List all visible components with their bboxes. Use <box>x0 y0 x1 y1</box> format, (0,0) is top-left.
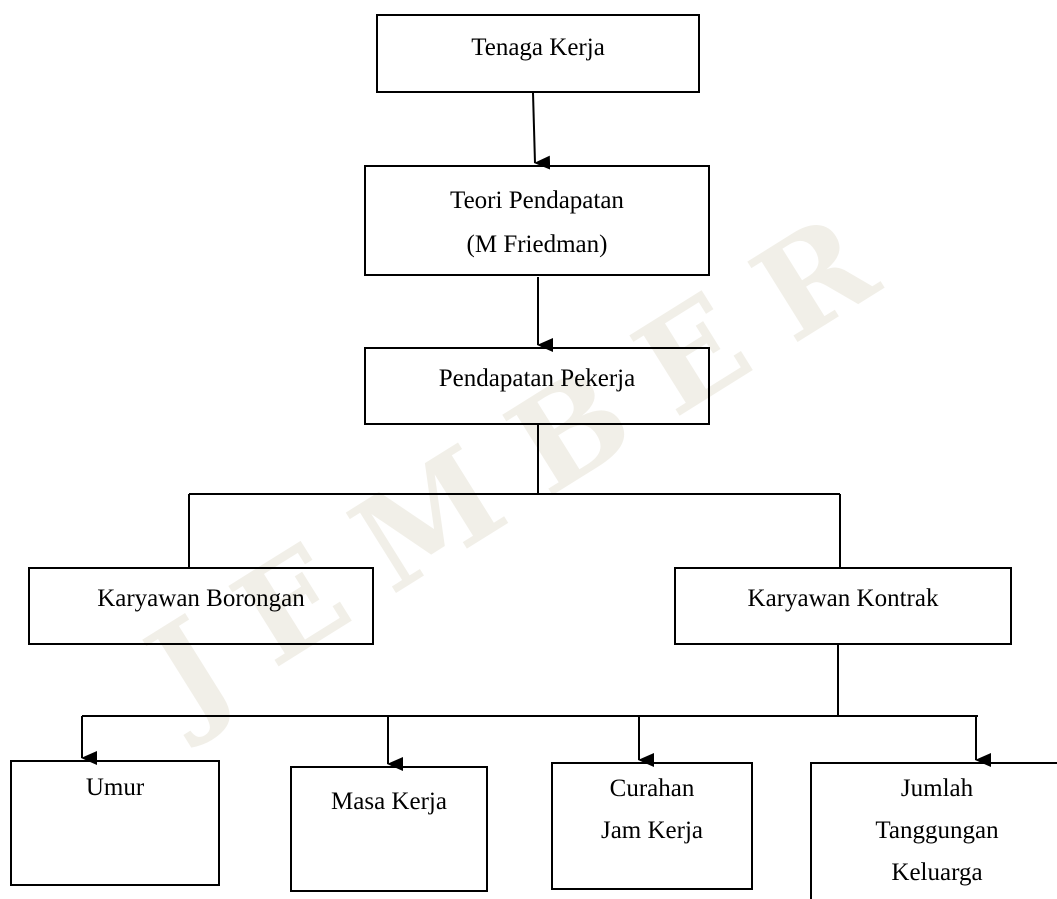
node-label: (M Friedman) <box>466 231 608 258</box>
node-karyawan-borongan: Karyawan Borongan <box>28 567 374 645</box>
edge-tenaga-to-teori <box>532 92 551 170</box>
node-label: Pendapatan Pekerja <box>438 365 636 392</box>
node-jumlah-tanggungan-keluarga: Jumlah Tanggungan Keluarga <box>810 762 1057 899</box>
node-label: Curahan <box>609 775 695 802</box>
node-label: Tanggungan <box>875 817 999 844</box>
node-label: Masa Kerja <box>331 788 447 815</box>
node-curahan-jam-kerja: Curahan Jam Kerja <box>551 762 753 890</box>
node-label: Teori Pendapatan <box>450 187 624 214</box>
node-karyawan-kontrak: Karyawan Kontrak <box>674 567 1012 645</box>
node-label: Keluarga <box>891 859 983 886</box>
node-teori-pendapatan: Teori Pendapatan (M Friedman) <box>364 165 710 276</box>
node-tenaga-kerja: Tenaga Kerja <box>376 14 700 93</box>
node-label: Karyawan Borongan <box>97 585 305 612</box>
node-masa-kerja: Masa Kerja <box>290 766 488 892</box>
node-umur: Umur <box>10 760 220 886</box>
node-pendapatan-pekerja: Pendapatan Pekerja <box>364 347 710 425</box>
node-label: Umur <box>85 774 145 801</box>
node-label: Tenaga Kerja <box>471 34 605 61</box>
node-label: Jam Kerja <box>600 817 704 844</box>
node-label: Jumlah <box>900 775 974 802</box>
node-label: Karyawan Kontrak <box>747 585 939 612</box>
